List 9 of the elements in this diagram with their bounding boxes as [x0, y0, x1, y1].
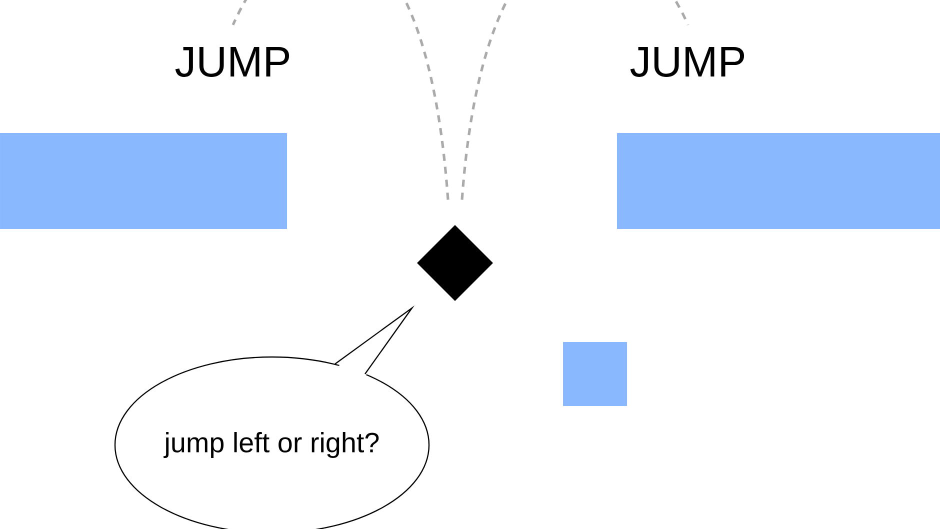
jump-label: JUMP	[175, 47, 290, 77]
player-diamond	[417, 225, 493, 301]
platform-block	[563, 342, 627, 406]
platform-block	[0, 133, 287, 229]
dashed-arc	[460, 0, 690, 200]
jump-label: JUMP	[630, 47, 744, 77]
dashed-arc	[232, 0, 450, 200]
platform-block	[617, 133, 940, 229]
speech-bubble: jump left or right?	[114, 305, 430, 529]
